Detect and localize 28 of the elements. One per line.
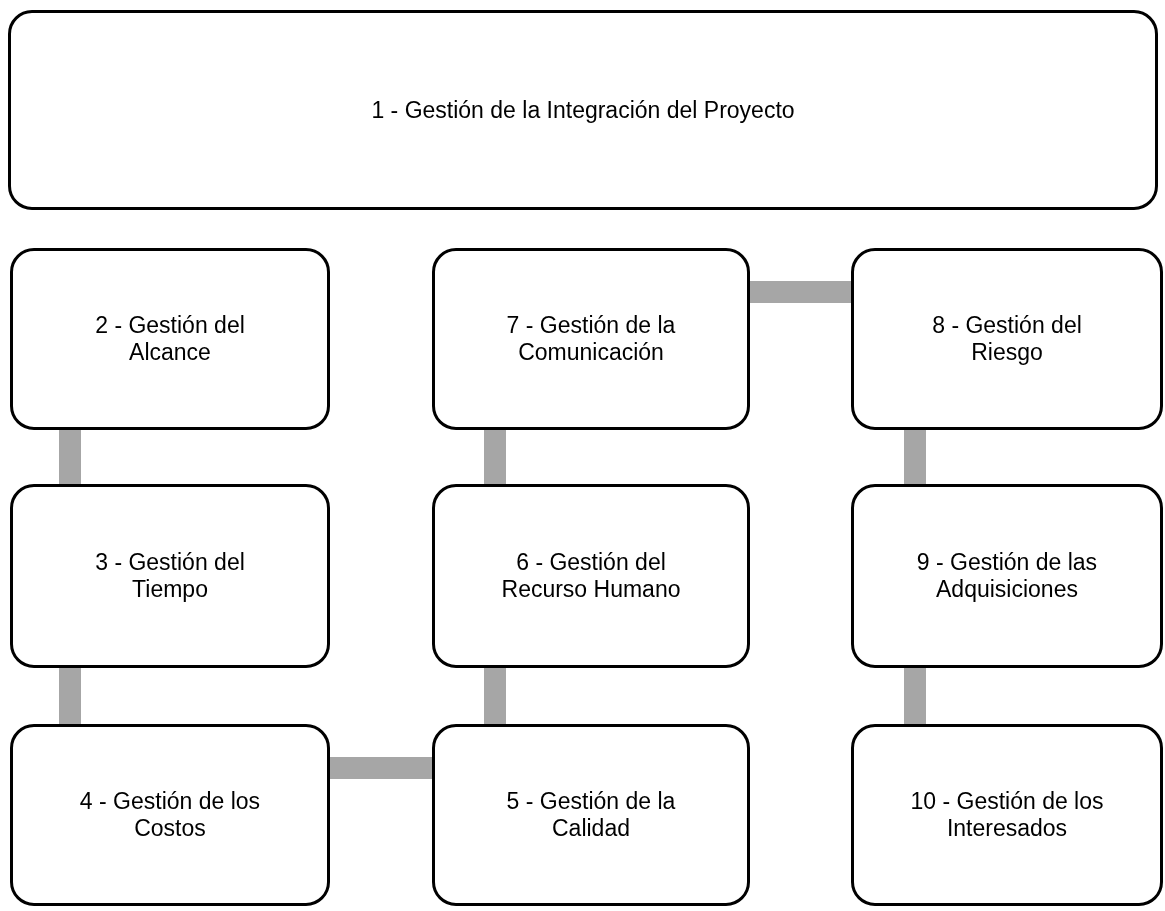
box-label: 1 - Gestión de la Integración del Proyecto xyxy=(371,96,795,124)
process-box xyxy=(432,724,750,906)
box-label: 10 - Gestión de los Interesados xyxy=(909,788,1105,842)
process-box xyxy=(8,10,1158,210)
connector-bar xyxy=(904,668,926,724)
box-label: 2 - Gestión del Alcance xyxy=(94,312,246,366)
connector-bar xyxy=(904,430,926,484)
box-label: 7 - Gestión de la Comunicación xyxy=(505,312,677,366)
process-box xyxy=(10,724,330,906)
connector-bar xyxy=(750,281,851,303)
process-box xyxy=(432,484,750,668)
box-label: 8 - Gestión del Riesgo xyxy=(931,312,1083,366)
box-label: 5 - Gestión de la Calidad xyxy=(505,788,677,842)
process-box xyxy=(851,484,1163,668)
connector-bar xyxy=(484,430,506,484)
box-label: 9 - Gestión de las Adquisiciones xyxy=(915,549,1099,603)
box-label: 6 - Gestión del Recurso Humano xyxy=(500,549,682,603)
connector-bar xyxy=(330,757,432,779)
process-box xyxy=(10,248,330,430)
box-label: 4 - Gestión de los Costos xyxy=(78,788,262,842)
process-box xyxy=(10,484,330,668)
connector-bar xyxy=(59,430,81,484)
connector-bar xyxy=(484,668,506,724)
connector-bar xyxy=(59,668,81,724)
process-box xyxy=(432,248,750,430)
process-box xyxy=(851,724,1163,906)
process-box xyxy=(851,248,1163,430)
box-label: 3 - Gestión del Tiempo xyxy=(94,549,246,603)
